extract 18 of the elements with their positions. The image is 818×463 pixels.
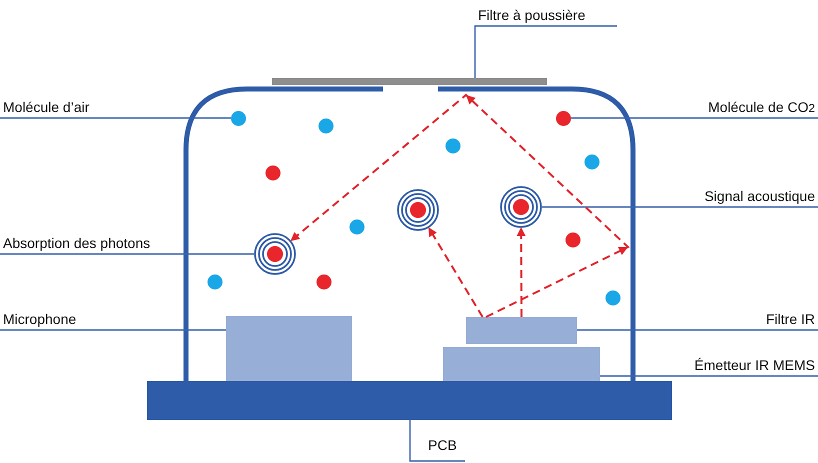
ir-filter-block xyxy=(466,317,577,344)
dust-filter-bar xyxy=(272,78,547,85)
acoustic-rings-icon xyxy=(500,186,542,228)
ir-emitter-block xyxy=(443,347,600,381)
absorption-rings-icon xyxy=(254,233,296,275)
acoustic-rings-icon xyxy=(397,189,439,231)
callout-label: Émetteur IR MEMS xyxy=(654,353,818,376)
callout-label: Filtre à poussière xyxy=(475,3,617,26)
callout-label: Microphone xyxy=(0,307,112,330)
callout-label: Molécule d’air xyxy=(0,95,132,118)
microphone-block xyxy=(226,316,352,381)
air-molecule-dot xyxy=(231,111,246,126)
pcb-board xyxy=(147,381,672,420)
callout-label: Signal acoustique xyxy=(676,184,818,207)
callout-label: Filtre IR xyxy=(736,307,818,330)
callout-label: PCB xyxy=(410,428,470,461)
callout-label: Absorption des photons xyxy=(0,231,192,254)
co2-molecule-dot xyxy=(556,111,571,126)
